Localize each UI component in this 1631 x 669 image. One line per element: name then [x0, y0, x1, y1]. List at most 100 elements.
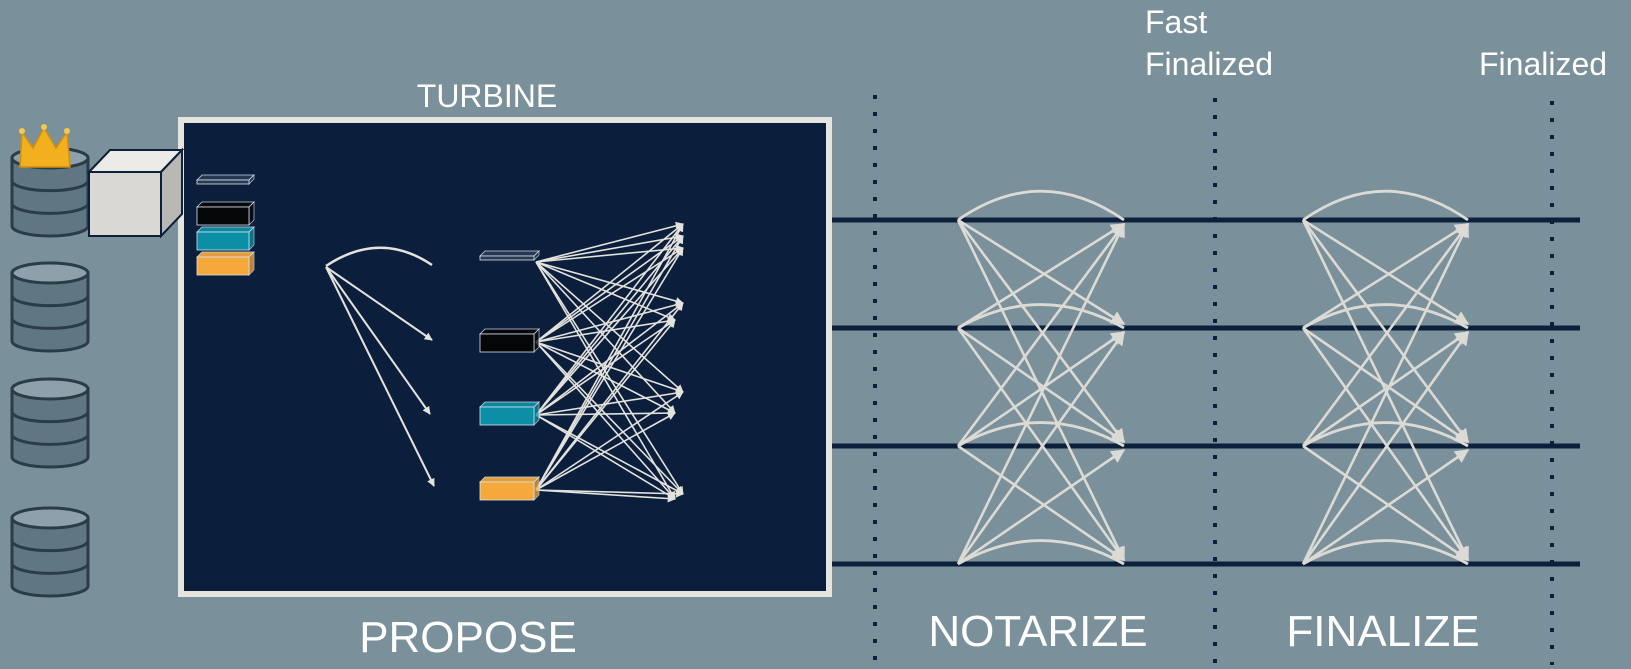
vote-arc [957, 421, 1125, 448]
fanout-arrow [535, 223, 684, 491]
cube-icon [86, 147, 185, 239]
shred-column [479, 250, 540, 501]
vote-arc [957, 189, 1125, 222]
notarize-mesh [956, 189, 1126, 566]
shred-block-teal [479, 401, 540, 426]
fanout-arrow [535, 489, 684, 498]
database-ring [10, 411, 90, 424]
database-top [10, 261, 90, 285]
bar-front [196, 206, 250, 226]
vote-arc [1302, 421, 1469, 448]
vote-arrow [1302, 326, 1470, 444]
lanes [829, 217, 1580, 567]
fanout-arrow [535, 389, 684, 416]
turbine-propagation [325, 221, 684, 503]
vote-arrow [957, 330, 1126, 448]
fanout-arrow [535, 261, 676, 414]
vote-arrow [1301, 222, 1470, 447]
vote-arrow [1302, 448, 1470, 566]
vote-arrow [1301, 330, 1470, 565]
fanout-arrow [535, 261, 684, 495]
shred-orange [196, 251, 255, 276]
shred-stack [196, 174, 255, 276]
vote-arrow [1302, 218, 1470, 326]
fanout-arrow [535, 235, 684, 343]
fanout-arrow [535, 341, 684, 394]
vote-arc [1302, 539, 1469, 566]
database-body [10, 387, 90, 469]
vote-arrow [1301, 222, 1470, 565]
vote-arc [957, 303, 1125, 330]
fanout-arrow [535, 235, 684, 416]
bar-front [196, 231, 250, 251]
bar-top [196, 174, 255, 181]
vote-arrow [957, 218, 1126, 326]
fanout-arrow [535, 223, 684, 343]
fanout-arrow [535, 233, 684, 263]
database-body [10, 271, 90, 353]
database-ring [10, 540, 90, 553]
vote-arc [1302, 303, 1469, 330]
vote-arrow [1302, 444, 1470, 562]
fanout-arrow [535, 300, 684, 343]
stage-separators [873, 95, 1554, 665]
vote-arrow [1302, 330, 1470, 448]
vote-arrow [957, 326, 1126, 444]
fanout-arrow [535, 414, 684, 495]
database-ring [10, 562, 90, 575]
finalize-label: FINALIZE [1286, 607, 1479, 656]
propagation-arrow [325, 266, 433, 341]
vote-arrow [957, 448, 1126, 566]
database-icon [10, 377, 90, 469]
fanout-arrow [535, 319, 676, 416]
database-top [10, 377, 90, 401]
fanout-arrow [535, 244, 684, 263]
bar-top [479, 401, 540, 408]
fanout-arrow [535, 302, 684, 416]
propagation-curve [325, 246, 433, 268]
fanout-arrow [535, 247, 684, 343]
shred-block-black [479, 328, 540, 353]
fanout-arrow [535, 341, 676, 414]
fanout-arrow [535, 412, 676, 491]
vote-arrow [956, 330, 1126, 565]
propose-label: PROPOSE [359, 613, 577, 662]
database-body [10, 516, 90, 598]
database-top [10, 506, 90, 530]
propagation-arrow [325, 266, 435, 487]
database-icon [10, 506, 90, 598]
finalized-label: Finalized [1479, 46, 1607, 82]
vote-arrow [956, 222, 1126, 447]
shred-black [196, 201, 255, 226]
bar-top [196, 251, 255, 258]
database-body [10, 156, 90, 238]
vote-arrow [1302, 222, 1470, 330]
shred-slate [196, 174, 255, 185]
finalize-mesh [1301, 189, 1470, 566]
fast-finalized-label-line2: Finalized [1145, 46, 1273, 82]
bar-front [196, 256, 250, 276]
fanout-arrow [535, 341, 684, 495]
fanout-arrow [535, 221, 684, 263]
vote-arrow [956, 219, 1126, 444]
database-ring [10, 180, 90, 193]
database-ring [10, 433, 90, 446]
vote-arrow [957, 444, 1126, 562]
fanout-arrow [535, 223, 684, 416]
validators [10, 146, 90, 598]
vote-arrow [956, 222, 1126, 565]
database-ring [10, 295, 90, 308]
fanout-arrow [535, 247, 684, 491]
bar-top [479, 476, 540, 483]
shred-block-slate [479, 250, 540, 261]
fanout-arrow [535, 261, 676, 500]
fanout-arrow [535, 391, 684, 491]
fanout-arrow [535, 247, 684, 416]
vote-arrow [957, 222, 1126, 330]
vote-arc [957, 539, 1125, 566]
shred-teal [196, 226, 255, 251]
turbine-panel [178, 117, 832, 597]
fanout-arrow [535, 341, 676, 500]
fanout-arrow [535, 261, 684, 393]
